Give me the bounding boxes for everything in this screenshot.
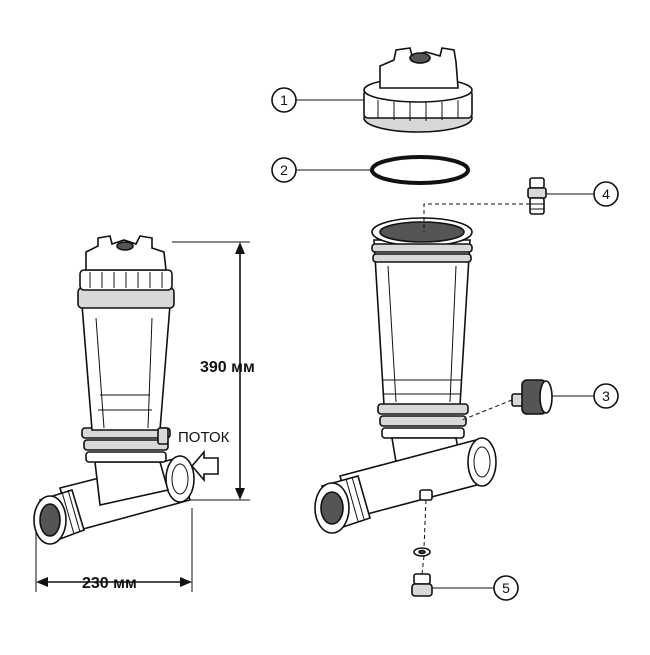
part-valve (527, 177, 547, 215)
flow-arrow (190, 449, 219, 483)
part-oring (370, 155, 470, 185)
callout-2: 2 (271, 157, 297, 183)
callout-3: 3 (593, 383, 619, 409)
assembled-canister (81, 304, 171, 445)
callout-1-label: 1 (280, 92, 288, 108)
width-dimension: 230 мм (35, 508, 193, 592)
part-plug (411, 547, 433, 597)
assembly-guides (421, 203, 537, 575)
width-label: 230 мм (82, 575, 137, 592)
assembled-lower-rings (81, 427, 171, 463)
callout-4: 4 (593, 181, 619, 207)
callout-1: 1 (271, 87, 297, 113)
assembled-feeder: ПОТОК (33, 235, 230, 545)
callout-5: 5 (493, 575, 519, 601)
callout-2-label: 2 (280, 162, 288, 178)
part-tee-pipe (314, 437, 497, 534)
height-label: 390 мм (200, 359, 255, 376)
callout-3-label: 3 (602, 388, 610, 404)
height-dimension: 390 мм (172, 241, 255, 501)
callout-leaders (296, 99, 594, 589)
part-knob (511, 379, 553, 415)
canister-lower-rings (377, 403, 469, 439)
part-canister (371, 217, 473, 406)
flow-label: ПОТОК (178, 429, 230, 446)
assembled-cap (77, 235, 175, 309)
callout-4-label: 4 (602, 186, 610, 202)
callout-5-label: 5 (502, 580, 510, 596)
part-cap (363, 47, 473, 133)
